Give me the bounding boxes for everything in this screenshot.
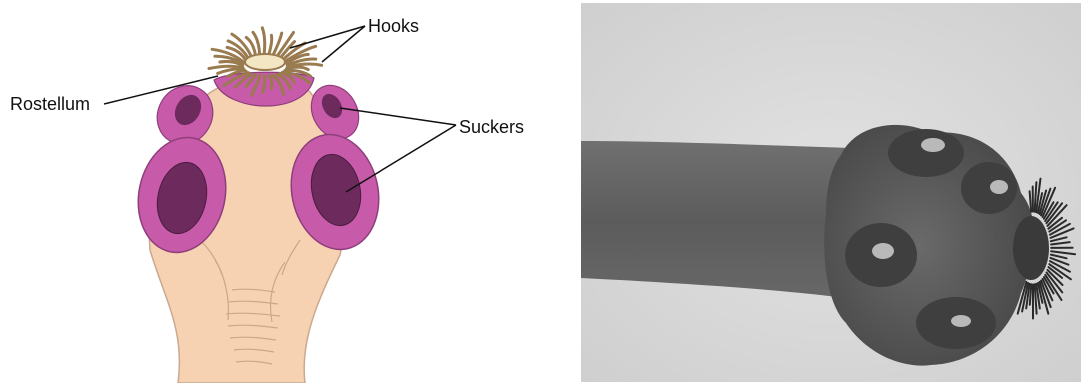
rostellum-tip: [245, 54, 285, 70]
suckers-label: Suckers: [459, 117, 524, 137]
hook: [262, 28, 264, 56]
hooks-label: Hooks: [368, 16, 419, 36]
scolex-diagram: Hooks Rostellum Suckers: [0, 0, 560, 383]
hook: [209, 66, 243, 68]
rostellum-label: Rostellum: [10, 94, 90, 114]
scolex-micrograph: [581, 3, 1081, 382]
specimen-rostellum: [1013, 216, 1049, 280]
